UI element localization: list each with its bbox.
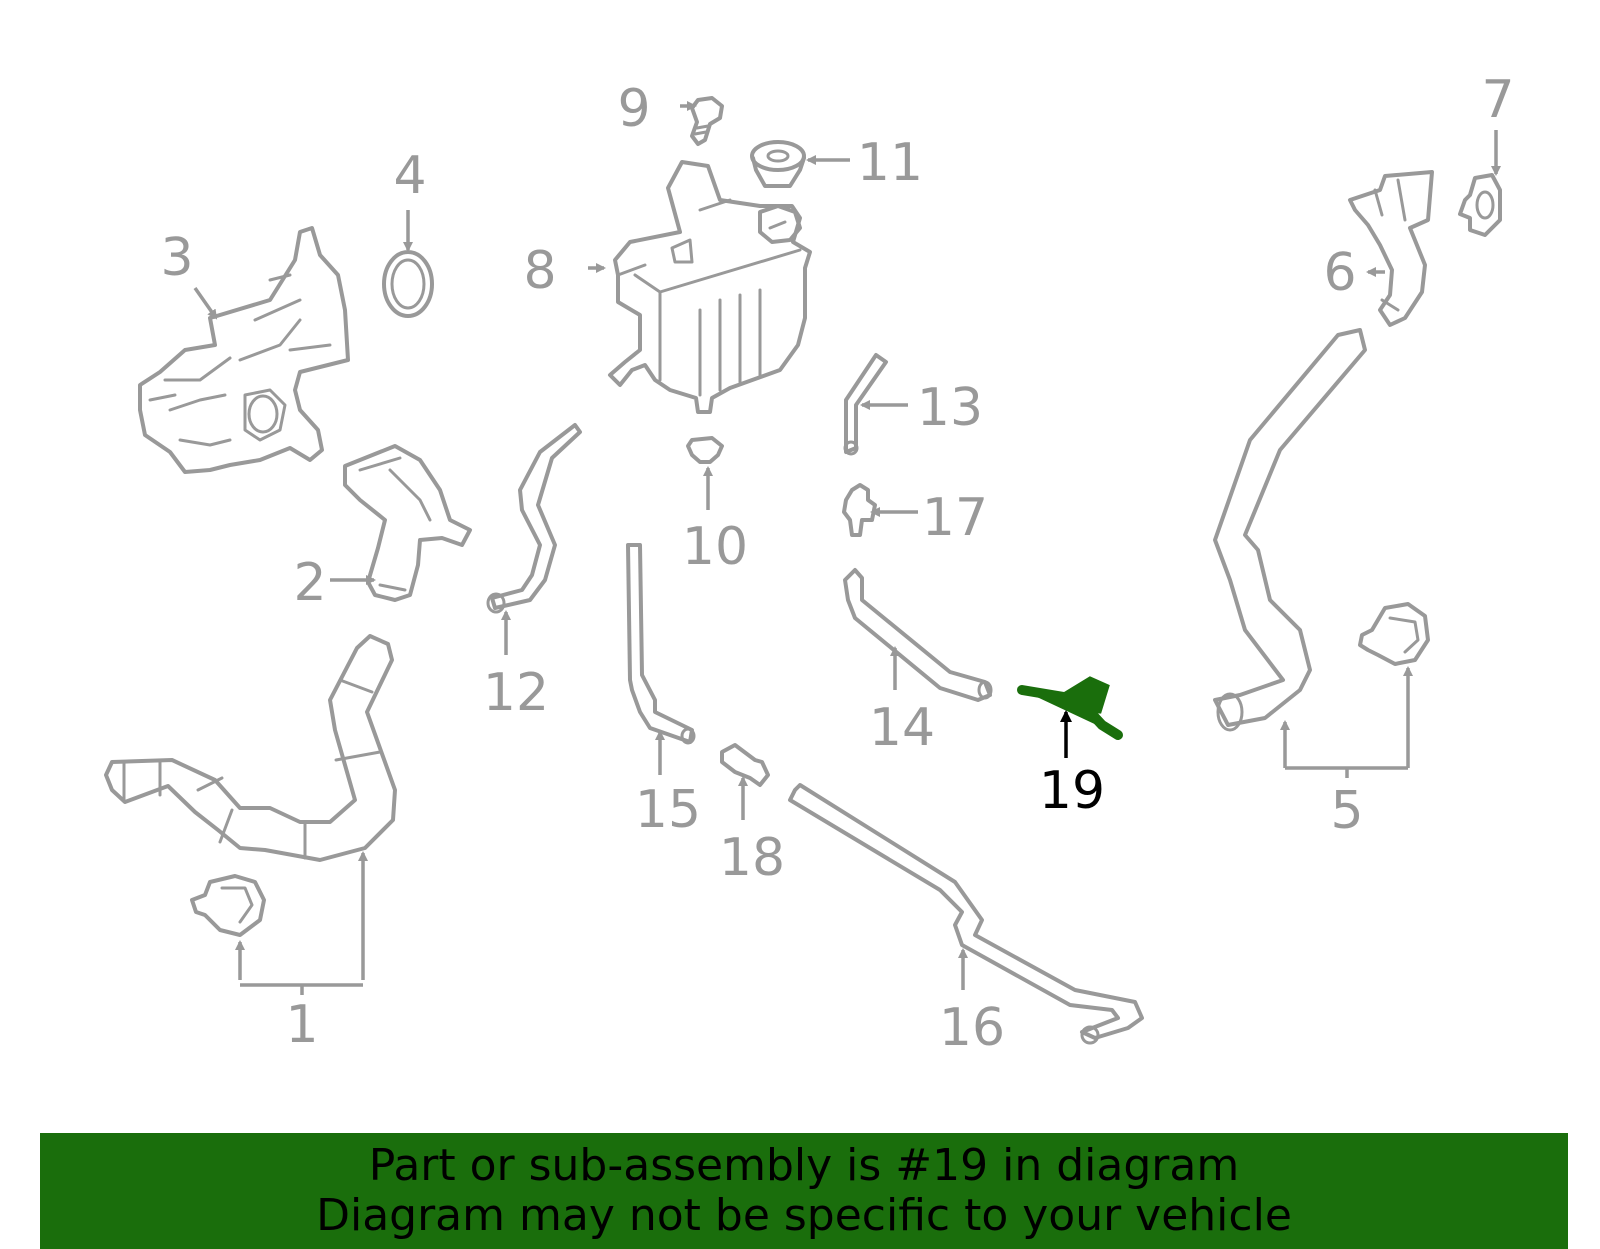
callout-8: 8 — [523, 241, 556, 301]
callout-6: 6 — [1323, 243, 1356, 303]
callout-2: 2 — [293, 553, 326, 613]
part-11-cap — [750, 140, 806, 188]
part-8-reservoir — [608, 160, 812, 414]
callout-15: 15 — [635, 780, 701, 840]
callout-12: 12 — [483, 663, 549, 723]
banner-line-2: Diagram may not be specific to your vehi… — [316, 1190, 1292, 1241]
part-4-o-ring — [382, 250, 434, 318]
callout-3: 3 — [160, 228, 193, 288]
part-6-bypass-hose — [1348, 170, 1434, 327]
callout-labels: 1 2 3 4 5 6 7 8 9 10 11 12 13 14 15 16 1… — [160, 70, 1514, 1058]
callout-1: 1 — [285, 995, 318, 1055]
part-19-highlighted-hose — [1017, 676, 1123, 740]
part-9-bolt — [690, 96, 724, 146]
part-12-hose — [486, 423, 582, 614]
part-14-hose — [843, 568, 993, 702]
part-16-long-hose — [788, 783, 1144, 1045]
callout-5: 5 — [1330, 781, 1363, 841]
part-3-housing — [138, 226, 350, 474]
callout-7: 7 — [1481, 70, 1514, 130]
callout-18: 18 — [719, 828, 785, 888]
callout-14: 14 — [869, 698, 935, 758]
parts-diagram: 1 2 3 4 5 6 7 8 9 10 11 12 13 14 15 16 1… — [104, 70, 1515, 1058]
callout-16: 16 — [939, 998, 1005, 1058]
callout-10: 10 — [682, 517, 748, 577]
callout-4: 4 — [393, 146, 426, 206]
callout-11: 11 — [857, 133, 923, 193]
banner-line-1: Part or sub-assembly is #19 in diagram — [368, 1140, 1240, 1191]
callout-9: 9 — [617, 79, 650, 139]
part-17-fitting — [842, 483, 877, 537]
part-15-hose — [626, 543, 696, 745]
callout-arrows — [193, 101, 1501, 995]
info-banner: Part or sub-assembly is #19 in diagram D… — [40, 1133, 1568, 1249]
part-1-lower-hose — [104, 634, 397, 937]
part-7-gasket — [1458, 173, 1502, 237]
callout-19: 19 — [1039, 761, 1105, 821]
part-10-grommet — [686, 436, 724, 464]
part-2-water-outlet — [343, 444, 472, 602]
part-5-upper-hose — [1213, 328, 1430, 732]
part-18-fitting — [720, 743, 770, 787]
callout-13: 13 — [917, 378, 983, 438]
part-13-hose — [843, 353, 888, 456]
callout-17: 17 — [922, 488, 988, 548]
